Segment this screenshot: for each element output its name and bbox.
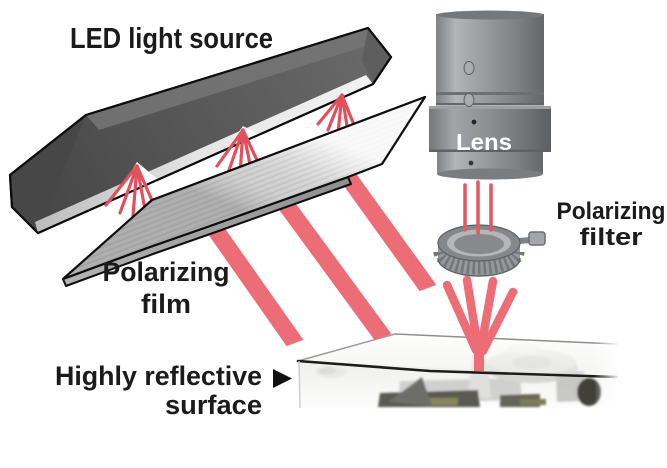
filter-knob bbox=[528, 231, 546, 246]
filter-knurling bbox=[433, 251, 525, 275]
lens-dot bbox=[471, 119, 477, 125]
label-polarizing-film-line2: film bbox=[141, 289, 191, 319]
right-fade bbox=[594, 326, 620, 412]
led-bar-left-end bbox=[10, 115, 86, 233]
label-polarizing-film-line1: Polarizing bbox=[103, 257, 230, 287]
lens-dot bbox=[468, 160, 474, 166]
led-bar-right-end bbox=[362, 28, 391, 84]
polarizing-filter-ring bbox=[433, 224, 546, 277]
converging-ray-fan bbox=[442, 275, 518, 371]
camera-lens bbox=[429, 10, 551, 180]
led-bar-outline bbox=[8, 26, 393, 235]
lens-screw-knob bbox=[463, 61, 475, 75]
light-beam bbox=[191, 200, 304, 347]
label-polarizing-filter-line2: filter bbox=[580, 224, 643, 251]
glass-front-edge bbox=[296, 359, 620, 379]
led-notch bbox=[114, 162, 162, 199]
glass-left-edge bbox=[298, 360, 301, 409]
right-fade-solid bbox=[618, 326, 667, 412]
led-bar-top-face bbox=[86, 28, 379, 130]
film-shading bbox=[63, 97, 425, 279]
filtered-rays bbox=[463, 180, 493, 235]
filter-glass bbox=[454, 234, 504, 254]
film-outline bbox=[61, 95, 427, 281]
lens-bottom-section bbox=[437, 152, 543, 174]
led-light-source-bar bbox=[8, 26, 393, 235]
label-led-light-source: LED light source bbox=[70, 23, 273, 55]
surface-pointer-icon bbox=[273, 369, 292, 388]
lens-screw-knob bbox=[463, 93, 475, 107]
lens-top bbox=[436, 10, 544, 20]
lens-focus-ring bbox=[429, 106, 551, 152]
lens-barrel bbox=[436, 14, 544, 94]
light-beam bbox=[255, 167, 392, 341]
labels: LED light source Lens Polarizing filter … bbox=[55, 23, 666, 420]
label-polarizing-filter-line1: Polarizing bbox=[557, 198, 666, 225]
polarizing-film bbox=[61, 95, 427, 287]
label-reflective-surface-line2: surface bbox=[165, 390, 262, 420]
filter-bottom-rim bbox=[437, 257, 521, 277]
label-lens: Lens bbox=[456, 129, 512, 155]
label-reflective-surface-line1: Highly reflective bbox=[55, 361, 262, 391]
lens-bottom-rim bbox=[437, 168, 543, 180]
